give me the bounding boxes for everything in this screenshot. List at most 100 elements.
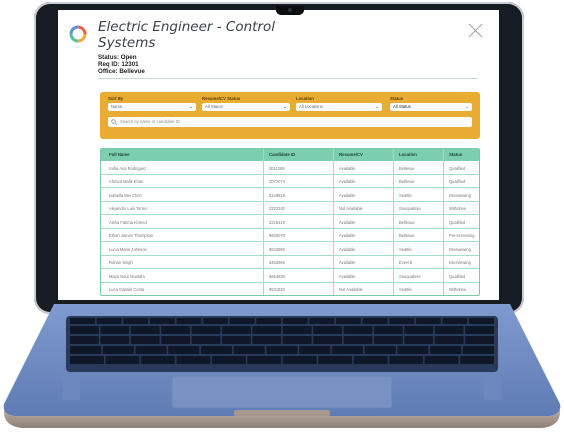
cell-resume: Not Available (339, 287, 363, 292)
cell-resume: Available (339, 219, 356, 225)
keyboard-key (434, 326, 464, 334)
col-full-name[interactable]: Full Name (109, 152, 130, 157)
search-input[interactable]: Search by name or candidate ID (108, 117, 472, 127)
keyboard-key (149, 318, 175, 324)
cell-status: Withdrew (449, 287, 467, 292)
cell-full-name: Isabella Mei Chen (109, 192, 142, 198)
keyboard-key (465, 326, 494, 334)
sort-select[interactable]: Name ⌄ (108, 103, 196, 111)
keyboard-key (331, 346, 364, 354)
keyboard-key (462, 346, 494, 354)
resume-label: Resume/CV Status (202, 96, 241, 101)
column-divider (263, 149, 264, 295)
keyboard-key (161, 336, 191, 344)
cell-status: Qualified (449, 179, 466, 184)
location-value: All Locations (299, 104, 323, 109)
cell-location: Seattle (399, 192, 412, 198)
keyboard-key (105, 356, 140, 364)
keyboard-key (100, 326, 130, 334)
cell-resume: Available (339, 246, 356, 252)
cell-candidate-id: 2216419 (269, 219, 285, 225)
cell-candidate-id: 2322340 (269, 206, 285, 211)
cell-full-name: Maya Nour Mustafa (109, 273, 145, 279)
keyboard-key (96, 318, 122, 324)
cell-full-name: Lucia Marie Johnson (109, 246, 147, 252)
table-row[interactable]: Aisha Fatima Ahmed 2216419 Available Bellev… (101, 215, 479, 229)
keyboard-key (70, 346, 102, 354)
keyboard-key (309, 318, 335, 324)
cell-status: Withdrew (449, 206, 467, 211)
location-select[interactable]: All Locations ⌄ (296, 103, 382, 111)
cell-status: Qualified (449, 165, 466, 171)
keyboard-key (70, 318, 96, 324)
keyboard-key (389, 318, 415, 324)
keyboard-key (313, 336, 343, 344)
keyboard-key (282, 356, 317, 364)
cell-candidate-id: 3482866 (269, 260, 285, 265)
cell-resume: Available (339, 179, 356, 184)
search-icon (111, 119, 117, 125)
cell-status: Pre-screening (449, 233, 475, 238)
keyboard-key (161, 326, 191, 334)
cell-candidate-id: 8531820 (269, 287, 285, 292)
cell-resume: Available (339, 273, 356, 279)
chevron-down-icon: ⌄ (283, 104, 287, 109)
keyboard-key (465, 336, 494, 344)
keyboard-key (424, 356, 459, 364)
cell-location: Bellevue (399, 219, 415, 225)
cell-resume: Available (339, 192, 356, 198)
cell-full-name: Aisha Fatima Ahmed (109, 219, 147, 225)
keyboard-key (343, 326, 373, 334)
cell-candidate-id: 8654830 (269, 273, 285, 279)
table-header: Full Name Candidate ID Resume/CV Locatio… (101, 149, 479, 161)
app-logo-icon (69, 25, 87, 43)
keyboard-key (364, 346, 396, 354)
cell-status: Qualified (449, 219, 466, 225)
keyboard-key (343, 336, 373, 344)
candidate-table: Full Name Candidate ID Resume/CV Locatio… (100, 148, 480, 296)
cell-location: Snoqualmie (399, 206, 421, 211)
keyboard-key (252, 336, 282, 344)
col-status[interactable]: Status (449, 152, 463, 157)
col-candidate-id[interactable]: Candidate ID (269, 152, 296, 157)
job-status: Status: Open (98, 54, 137, 61)
keyboard-key (460, 356, 494, 364)
keyboard-key (266, 346, 298, 354)
status-select[interactable]: All Status ⌄ (390, 103, 472, 111)
column-divider (393, 149, 394, 295)
cell-candidate-id: 8842860 (269, 246, 285, 252)
col-location[interactable]: Location (399, 152, 417, 157)
keyboard-key (404, 326, 434, 334)
cell-full-name: Alejandro Luis Torres (109, 206, 148, 211)
keyboard-key (229, 318, 255, 324)
keyboard-key (415, 318, 441, 324)
cell-location: Bellevue (399, 165, 415, 171)
keyboard-key (233, 346, 265, 354)
cell-resume: Available (339, 233, 356, 238)
cell-candidate-id: 2011289 (269, 165, 285, 171)
keyboard-key (191, 336, 221, 344)
close-icon[interactable] (468, 23, 483, 38)
cell-full-name: Rohan Singh (109, 260, 133, 265)
keyboard-key (221, 326, 251, 334)
camera-notch (276, 6, 304, 15)
keyboard-key (252, 326, 282, 334)
cell-full-name: Ahmed Malik Khan (109, 179, 144, 184)
col-resume[interactable]: Resume/CV (339, 152, 363, 157)
sort-value: Name (111, 104, 123, 109)
filter-bar: Sort By Name ⌄ Resume/CV Status All Stat… (100, 92, 480, 139)
cell-location: Bellevue (399, 179, 415, 184)
search-placeholder: Search by name or candidate ID (120, 119, 181, 124)
resume-select[interactable]: All Status ⌄ (202, 103, 290, 111)
chevron-down-icon: ⌄ (465, 104, 469, 109)
keyboard-key (130, 326, 160, 334)
